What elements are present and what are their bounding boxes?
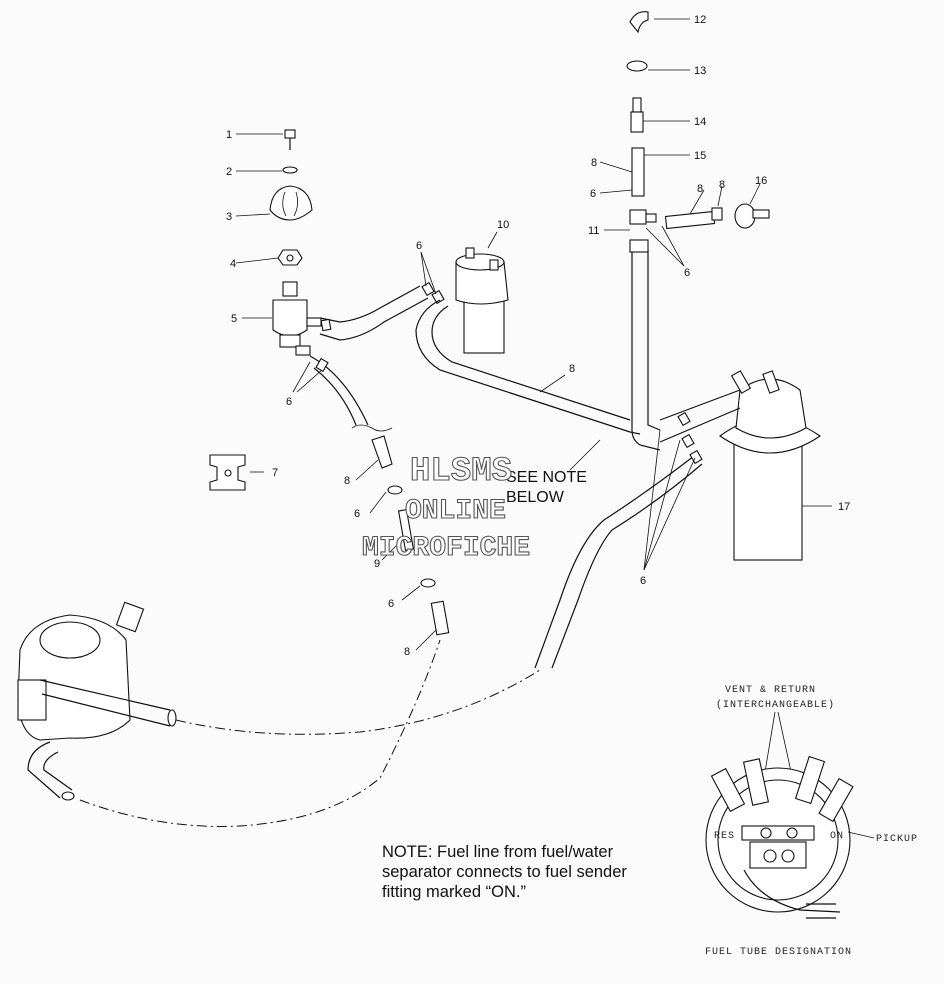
fuel-pump-assembly (269, 129, 322, 356)
callout-6-pump: 6 (286, 396, 292, 408)
note-line3: fitting marked “ON.” (382, 883, 526, 901)
inset-pickup-label: PICKUP (876, 834, 918, 845)
callout-13: 13 (694, 65, 706, 77)
callout-8-horizontal: 8 (697, 183, 703, 195)
callout-6-tee: 6 (684, 267, 690, 279)
callout-8-broken: 8 (344, 475, 350, 487)
callout-3: 3 (226, 211, 232, 223)
inset-vent-return-line1: VENT & RETURN (725, 685, 816, 696)
callout-8-near-15: 8 (719, 179, 725, 191)
fuel-tank-sender (534, 370, 821, 669)
watermark-line3: MICROFICHE (362, 533, 530, 564)
callout-labels: 1 2 3 4 5 6 6 7 8 6 9 6 8 10 6 8 8 8 11 … (226, 14, 850, 658)
callout-4: 4 (230, 258, 236, 270)
watermark: HLSMS ONLINE MICROFICHE (361, 452, 530, 564)
callout-15-vertical: 15 (694, 150, 706, 162)
fuel-hoses (309, 281, 641, 469)
loose-parts (209, 454, 450, 636)
callout-6-lower: 6 (388, 598, 394, 610)
installation-note: NOTE: Fuel line from fuel/water separato… (382, 842, 702, 902)
callout-6-clamp: 6 (354, 508, 360, 520)
callout-9: 9 (374, 558, 380, 570)
note-line2: separator connects to fuel sender (382, 863, 627, 881)
callout-8-vertical: 8 (591, 157, 597, 169)
carburetor (17, 601, 541, 827)
callout-8-lower: 8 (404, 646, 410, 658)
callout-16: 16 (755, 175, 767, 187)
callout-10: 10 (497, 219, 509, 231)
callout-6-tank: 6 (640, 575, 646, 587)
fuel-tube-inset: VENT & RETURN (INTERCHANGEABLE) RES ON P… (705, 685, 918, 958)
callout-12: 12 (694, 14, 706, 26)
callout-14: 14 (694, 116, 706, 128)
leader-lines (235, 18, 832, 651)
see-note-label: SEE NOTE BELOW (506, 469, 587, 506)
inset-res-label: RES (714, 831, 735, 842)
see-note-line2: BELOW (506, 489, 565, 506)
fuel-water-separator (455, 247, 509, 354)
callout-7: 7 (272, 467, 278, 479)
callout-6-separator: 6 (416, 240, 422, 252)
callout-17: 17 (838, 501, 850, 513)
inset-vent-return-line2: (INTERCHANGEABLE) (716, 699, 835, 711)
note-line1: NOTE: Fuel line from fuel/water (382, 843, 614, 861)
callout-11: 11 (588, 225, 599, 237)
vent-line-assembly (626, 11, 770, 451)
callout-2: 2 (226, 166, 232, 178)
inset-caption: FUEL TUBE DESIGNATION (705, 947, 852, 958)
watermark-line1: HLSMS (410, 453, 512, 491)
callout-1: 1 (226, 129, 232, 141)
callout-6-vertical: 6 (590, 188, 596, 200)
watermark-line2: ONLINE (405, 496, 506, 527)
see-note-line1: SEE NOTE (506, 469, 587, 486)
callout-8-long: 8 (569, 363, 575, 375)
callout-5: 5 (231, 313, 237, 325)
inset-on-label: ON (830, 831, 844, 842)
